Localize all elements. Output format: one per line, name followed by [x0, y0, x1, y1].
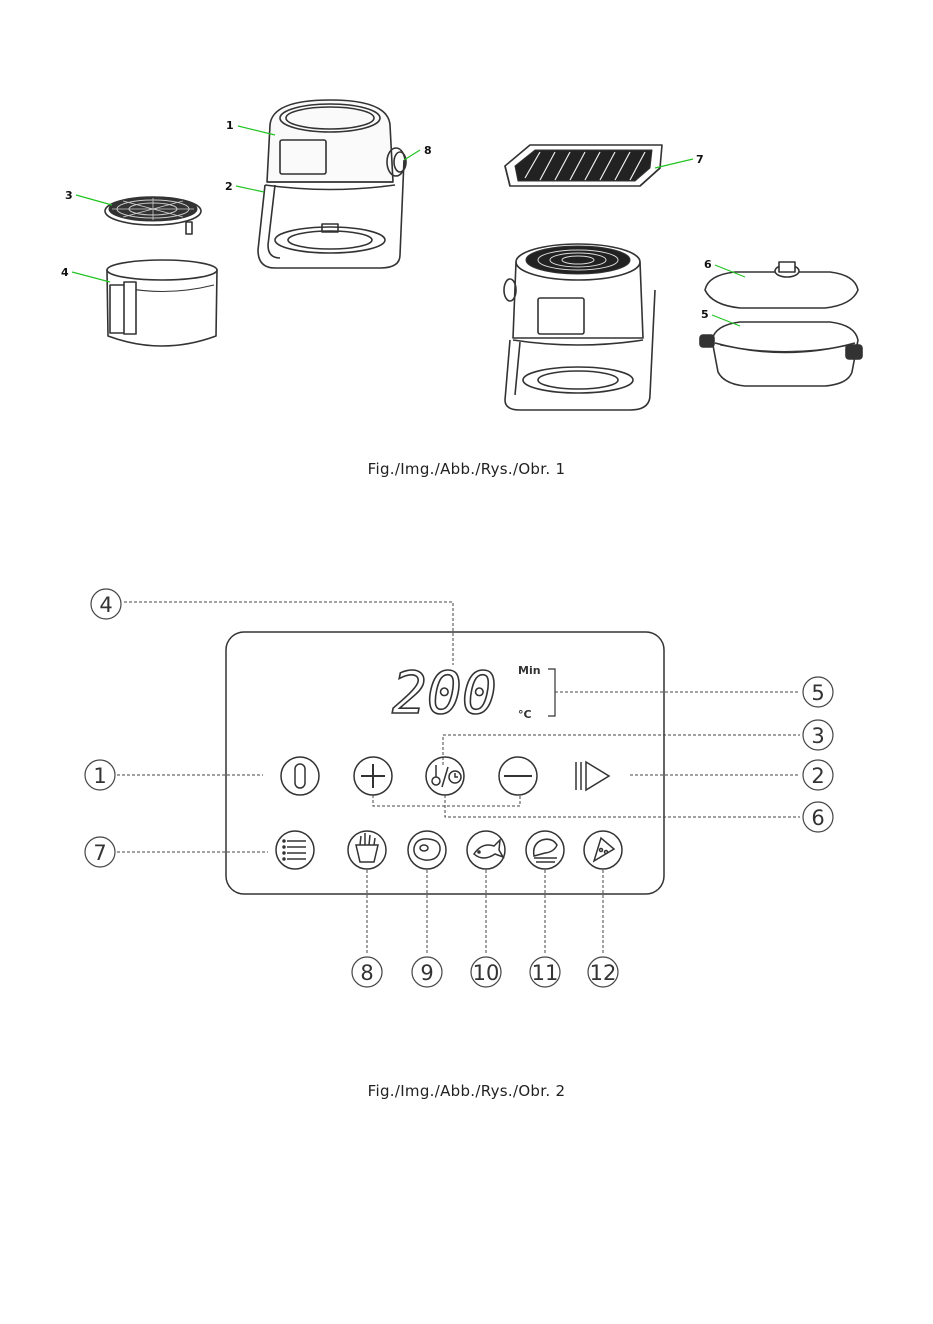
callout-1: 1	[93, 764, 106, 788]
callout-5: 5	[811, 681, 824, 705]
callout-8: 8	[360, 961, 373, 985]
callout-4: 4	[99, 593, 112, 617]
display-unit-celsius: °C	[518, 708, 532, 721]
power-icon[interactable]	[281, 757, 319, 795]
menu-icon[interactable]	[276, 831, 314, 869]
temperature-timer-icon[interactable]	[426, 757, 464, 795]
steak-icon[interactable]	[408, 831, 446, 869]
callout-11: 11	[532, 961, 559, 985]
chicken-icon[interactable]	[526, 831, 564, 869]
callout-7: 7	[93, 841, 106, 865]
callout-3: 3	[811, 724, 824, 748]
pizza-icon[interactable]	[584, 831, 622, 869]
minus-icon[interactable]	[499, 757, 537, 795]
callout-10: 10	[473, 961, 500, 985]
callout-2: 2	[811, 764, 824, 788]
callout-12: 12	[590, 961, 617, 985]
callout-9: 9	[420, 961, 433, 985]
display-unit-min: Min	[518, 664, 541, 677]
plus-icon[interactable]	[354, 757, 392, 795]
fish-icon[interactable]	[467, 831, 505, 869]
start-icon[interactable]	[576, 762, 609, 790]
fries-icon[interactable]	[348, 831, 386, 869]
figure-2-caption: Fig./Img./Abb./Rys./Obr. 2	[0, 1082, 933, 1100]
display-digits: 200	[392, 659, 497, 727]
callout-6: 6	[811, 806, 824, 830]
